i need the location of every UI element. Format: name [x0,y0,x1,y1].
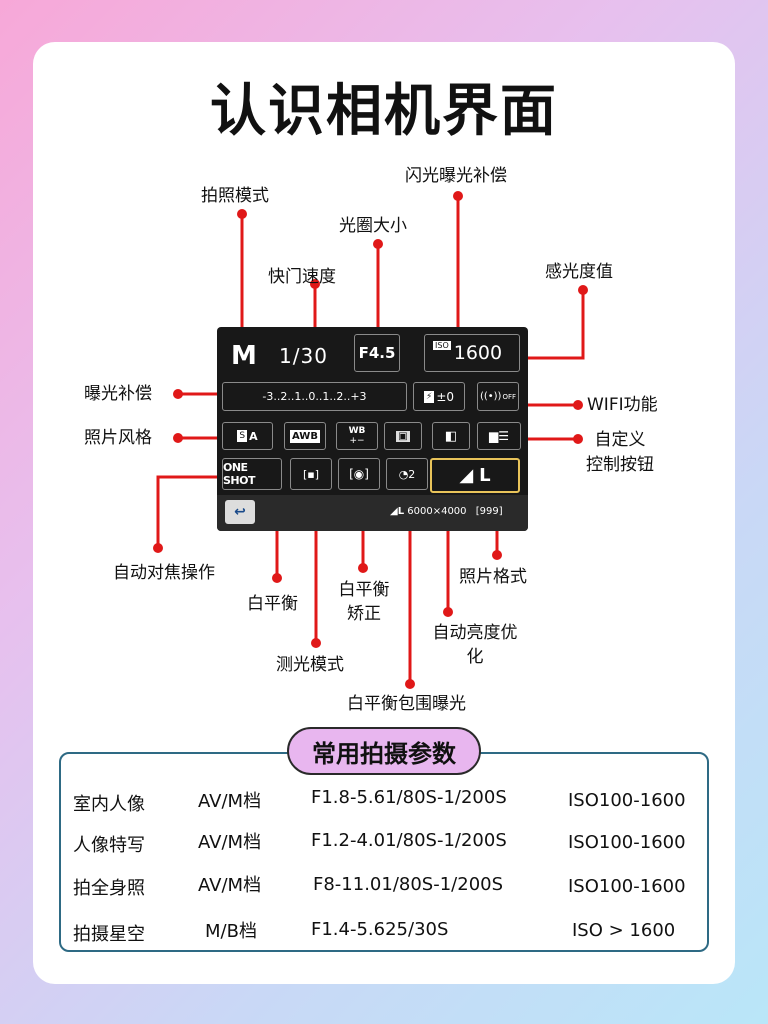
image-quality-cell[interactable]: ◢ L [430,458,520,493]
wb-bracket-icon: ▣ [396,430,410,442]
label-wb-bracketing: 白平衡包围曝光 [347,694,466,714]
table-cell-scene: 拍摄星空 [73,924,145,945]
metering-icon: [◉] [349,467,369,481]
label-auto-lighting-line2: 化 [466,647,484,667]
label-white-balance: 白平衡 [247,594,298,614]
exposure-scale[interactable]: -3..2..1..0..1..2..+3 [222,382,407,411]
image-quality-value: L [479,465,491,486]
wb-shift-label: WB [348,426,366,436]
label-iso: 感光度值 [545,262,613,282]
table-cell-settings: F1.8-5.61/80S-1/200S [311,787,507,808]
label-wb-correction-line2: 矫正 [347,604,381,624]
mode-indicator: M [231,341,257,371]
label-exposure-comp: 曝光补偿 [84,384,152,404]
iso-value: 1600 [453,342,503,364]
label-auto-lighting-line1: 自动亮度优 [432,623,518,643]
wb-shift-icon: +− [349,436,365,446]
label-auto-lighting: 自动亮度优 化 [420,623,530,668]
self-timer-icon: ◔2 [398,467,416,481]
auto-lighting-cell[interactable]: ◧ [432,422,470,450]
camera-screen: M 1/30 F4.5 ISO 1600 -3..2..1..0..1..2..… [217,327,528,531]
af-point-cell[interactable]: [▪] [290,458,332,490]
wifi-icon: ((•)) [479,391,502,402]
wb-value: AWB [290,429,320,443]
table-cell-settings: F1.2-4.01/80S-1/200S [311,830,507,851]
image-info-icon: ◢L [390,506,405,517]
table-cell-mode: AV/M档 [198,832,262,853]
af-mode-cell[interactable]: ONE SHOT [222,458,282,490]
label-af-operation: 自动对焦操作 [113,563,215,583]
metering-cell[interactable]: [◉] [338,458,380,490]
wb-bracket-cell[interactable]: ▣ [384,422,422,450]
label-metering: 测光模式 [276,655,344,675]
image-info: ◢L 6000×4000 [999] [390,506,503,517]
af-point-icon: [▪] [302,467,320,481]
table-cell-scene: 室内人像 [73,794,145,815]
table-cell-scene: 拍全身照 [73,878,145,899]
wb-cell[interactable]: AWB [284,422,326,450]
label-wb-correction-line1: 白平衡 [338,580,390,600]
image-resolution: 6000×4000 [407,506,467,517]
picture-style-value: A [249,429,258,443]
drive-mode-cell[interactable]: ◔2 [386,458,428,490]
label-custom-controls-line1: 自定义 [594,430,646,450]
picture-style-cell[interactable]: S A [222,422,273,450]
table-cell-iso: ISO100-1600 [568,876,686,897]
table-cell-iso: ISO100-1600 [568,832,686,853]
label-shutter: 快门速度 [268,267,336,287]
camera-menu-icon: ▆☰ [489,429,509,443]
table-cell-settings: F8-11.01/80S-1/200S [313,874,504,895]
label-flash-comp: 闪光曝光补偿 [405,166,507,186]
image-quality-icon: ◢ [459,465,474,486]
label-custom-controls: 自定义 控制按钮 [580,430,660,476]
custom-controls-cell[interactable]: ▆☰ [477,422,521,450]
table-cell-mode: AV/M档 [198,875,262,896]
shutter-value: 1/30 [279,344,328,368]
iso-badge: ISO [433,341,451,350]
label-custom-controls-line2: 控制按钮 [586,455,654,475]
table-cell-settings: F1.4-5.625/30S [311,919,449,940]
label-wifi: WIFI功能 [587,395,658,415]
label-wb-correction: 白平衡 矫正 [330,580,398,625]
label-aperture: 光圈大小 [339,216,407,236]
table-cell-iso: ISO > 1600 [572,920,676,941]
table-heading: 常用拍摄参数 [287,727,481,775]
wb-shift-cell[interactable]: WB +− [336,422,378,450]
label-shooting-mode: 拍照模式 [201,186,269,206]
wifi-status: OFF [502,392,517,401]
info-bar [217,495,528,531]
picture-style-icon: S [237,430,248,442]
flash-comp-cell[interactable]: ⚡ ±0 [413,382,465,411]
table-cell-mode: M/B档 [205,921,257,942]
aperture-value[interactable]: F4.5 [354,334,400,372]
flash-icon: ⚡ [423,390,435,403]
flash-comp-value: ±0 [436,389,455,404]
page-title: 认识相机界面 [210,79,558,144]
shots-remaining: [999] [475,506,503,517]
table-cell-iso: ISO100-1600 [568,790,686,811]
table-cell-mode: AV/M档 [198,791,262,812]
label-image-quality: 照片格式 [459,567,527,587]
wifi-cell[interactable]: ((•)) OFF [477,382,519,411]
label-picture-style: 照片风格 [84,428,152,448]
table-cell-scene: 人像特写 [73,835,145,856]
iso-cell[interactable]: ISO 1600 [424,334,520,372]
back-icon[interactable]: ↩ [225,500,255,524]
auto-lighting-icon: ◧ [444,428,458,444]
